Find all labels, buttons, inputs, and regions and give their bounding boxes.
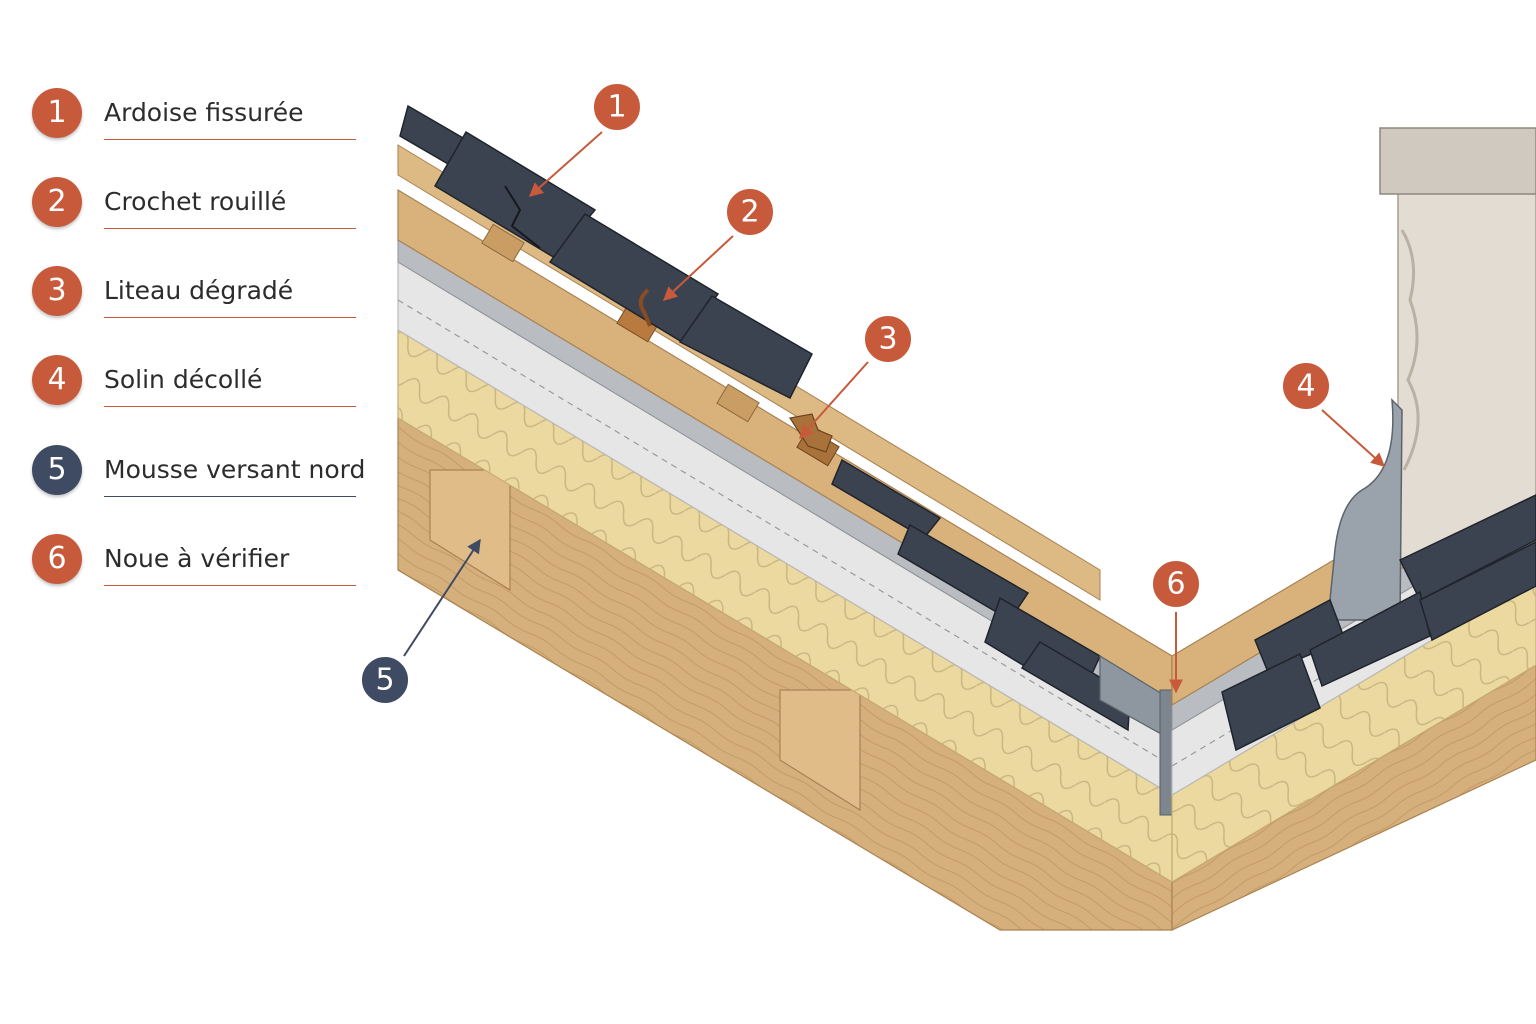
legend-divider xyxy=(104,228,356,229)
legend-label-1: Ardoise fissurée xyxy=(104,98,304,127)
callout-number-1: 1 xyxy=(607,90,626,125)
callout-badge-1 xyxy=(592,82,642,132)
callout-1: 1 xyxy=(592,82,642,132)
legend-item-1: 1 Ardoise fissurée xyxy=(32,88,356,148)
legend-label-6: Noue à vérifier xyxy=(104,544,290,573)
slate-group-right xyxy=(1221,494,1536,752)
legend-badge-2: 2 xyxy=(32,177,82,227)
callout-6: 6 xyxy=(1151,559,1201,609)
left-slope xyxy=(397,144,1173,931)
callout-number-5: 5 xyxy=(375,663,394,698)
legend-divider xyxy=(104,317,356,318)
slate-tile xyxy=(1309,590,1431,688)
callout-badge-4 xyxy=(1281,361,1331,411)
slate-tile xyxy=(1398,494,1536,602)
legend-badge-4: 4 xyxy=(32,355,82,405)
legend-item-6: 6 Noue à vérifier xyxy=(32,534,356,594)
chimney-cap xyxy=(1379,127,1536,195)
legend-item-3: 3 Liteau dégradé xyxy=(32,266,356,326)
legend-divider xyxy=(104,496,356,497)
legend-item-2: 2 Crochet rouillé xyxy=(32,177,356,237)
callout-3: 3 xyxy=(863,314,913,364)
legend-divider xyxy=(104,406,356,407)
batten xyxy=(481,223,525,263)
callout-badge-5 xyxy=(360,655,410,705)
slate-group-left xyxy=(399,104,1131,732)
slate-tile xyxy=(1419,541,1536,642)
legend-label-2: Crochet rouillé xyxy=(104,187,287,216)
callout-number-4: 4 xyxy=(1296,369,1315,404)
legend-badge-5: 5 xyxy=(32,445,82,495)
callout-4: 4 xyxy=(1281,361,1331,411)
legend-badge-6: 6 xyxy=(32,534,82,584)
ceiling-joist xyxy=(779,689,861,812)
callout-leader-3 xyxy=(799,361,869,440)
legend-label-4: Solin décollé xyxy=(104,365,263,394)
callout-number-2: 2 xyxy=(740,195,759,230)
callout-2: 2 xyxy=(725,187,775,237)
legend-label-5: Mousse versant nord xyxy=(104,455,366,484)
chimney xyxy=(1327,127,1536,621)
callout-badge-6 xyxy=(1151,559,1201,609)
peeling-render xyxy=(1400,229,1420,471)
callout-badge-2 xyxy=(725,187,775,237)
callout-leader-4 xyxy=(1321,409,1386,467)
legend-badge-1: 1 xyxy=(32,88,82,138)
legend-label-3: Liteau dégradé xyxy=(104,276,294,305)
slate-tile xyxy=(678,295,813,400)
legend-item-5: 5 Mousse versant nord xyxy=(32,445,365,505)
rusty-hook xyxy=(638,288,652,327)
slate-tile xyxy=(1221,652,1321,752)
callout-number-6: 6 xyxy=(1166,567,1185,602)
detached-flashing xyxy=(1327,398,1403,621)
callout-badge-3 xyxy=(863,314,913,364)
callout-leader-2 xyxy=(662,235,734,301)
callout-number-3: 3 xyxy=(878,322,897,357)
batten xyxy=(716,383,760,423)
legend-divider xyxy=(104,139,356,140)
callout-leader-5 xyxy=(403,538,481,657)
callout-leader-1 xyxy=(528,131,603,197)
ceiling-joist xyxy=(429,469,511,592)
membrane-seam xyxy=(397,299,1173,767)
legend-item-4: 4 Solin décollé xyxy=(32,355,356,415)
legend-badge-3: 3 xyxy=(32,266,82,316)
callout-5: 5 xyxy=(360,655,410,705)
chimney-stack xyxy=(1397,189,1536,561)
slate-crack xyxy=(504,185,541,249)
legend-divider xyxy=(104,585,356,586)
